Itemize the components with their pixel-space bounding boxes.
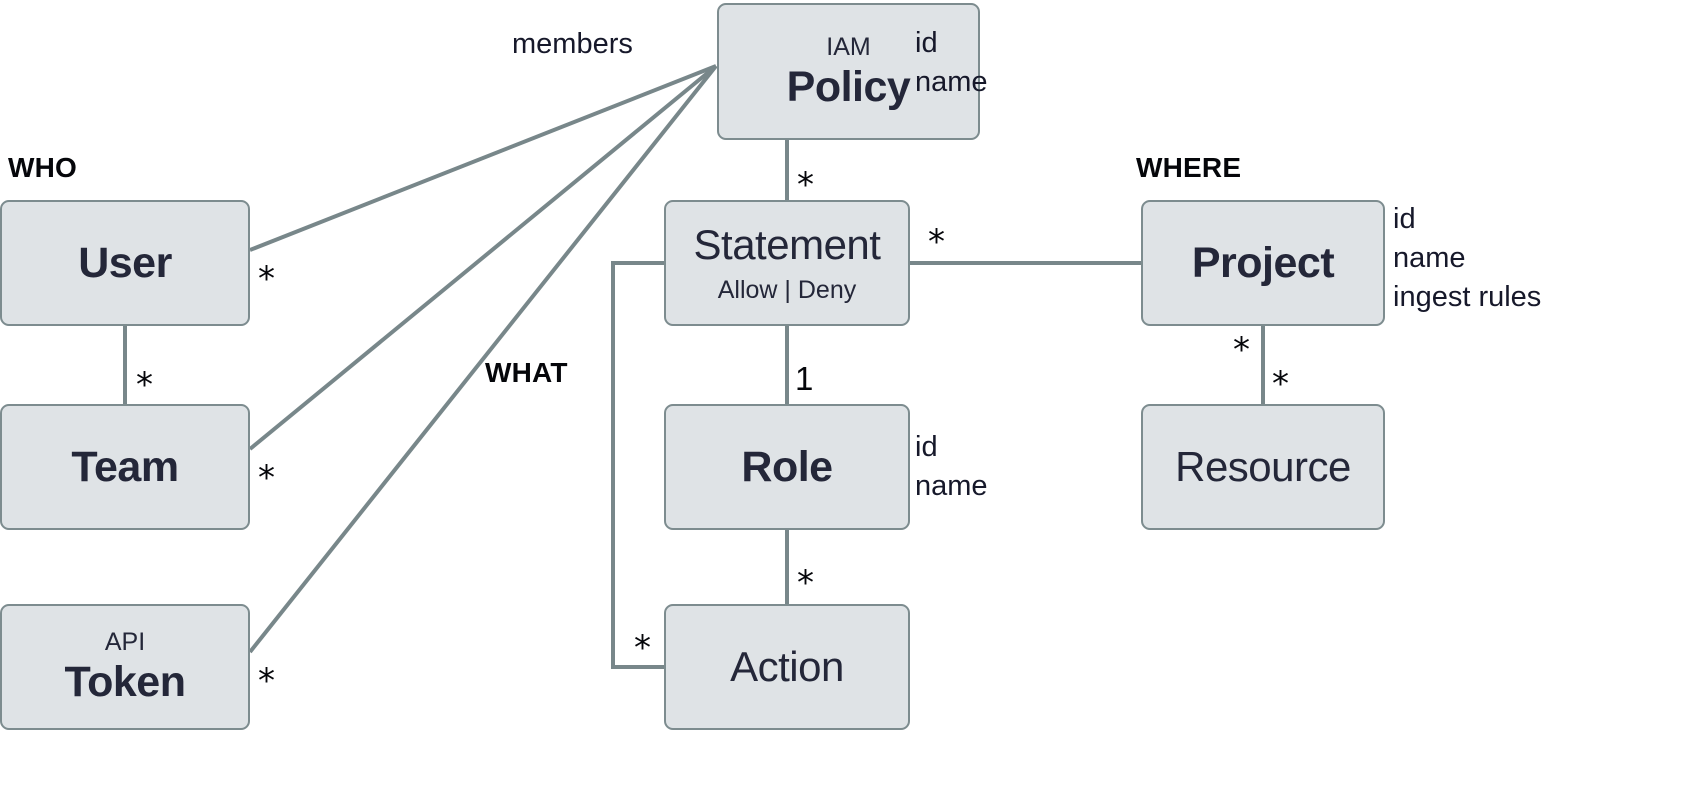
- cardinality-role-action: *: [797, 563, 814, 603]
- node-user[interactable]: User: [0, 200, 250, 326]
- node-resource[interactable]: Resource: [1141, 404, 1385, 530]
- cardinality-token-policy: *: [258, 661, 275, 701]
- cardinality-policy-statement: *: [797, 165, 814, 205]
- edge-user-to-policy: [249, 64, 717, 252]
- edge-team-to-policy: [248, 64, 718, 451]
- node-title: Project: [1191, 238, 1335, 287]
- node-title: Action: [730, 643, 844, 690]
- node-subtitle: Allow | Deny: [717, 275, 857, 304]
- cardinality-user-policy: *: [258, 259, 275, 299]
- cardinality-statement-project: *: [928, 222, 945, 262]
- edge-statement-to-action: [611, 261, 664, 669]
- node-title: Resource: [1175, 443, 1351, 490]
- attributes-project-attrs: id name ingest rules: [1393, 203, 1542, 313]
- node-kicker: API: [104, 628, 146, 656]
- edge-label-members: members: [512, 28, 633, 60]
- attributes-role-attrs: id name: [915, 431, 988, 502]
- cardinality-resource-project: *: [1272, 364, 1289, 404]
- attributes-policy-attrs: id name: [915, 27, 988, 98]
- cardinality-team-policy: *: [258, 458, 275, 498]
- node-title: Role: [741, 442, 833, 491]
- cardinality-project-resource: *: [1233, 330, 1250, 370]
- group-label-where: WHERE: [1136, 152, 1242, 183]
- node-title: Policy: [786, 62, 911, 111]
- group-label-who: WHO: [8, 152, 78, 183]
- node-team[interactable]: Team: [0, 404, 250, 530]
- node-project[interactable]: Project: [1141, 200, 1385, 326]
- cardinality-statement-role: 1: [795, 360, 814, 397]
- node-title: User: [78, 238, 172, 287]
- node-action[interactable]: Action: [664, 604, 910, 730]
- cardinality-statement-action: *: [634, 628, 651, 668]
- node-kicker: IAM: [826, 32, 871, 61]
- cardinality-user-team: *: [136, 365, 153, 405]
- node-title: Team: [71, 442, 179, 491]
- edge-token-to-policy: [248, 64, 718, 654]
- group-label-what: WHAT: [485, 357, 568, 388]
- node-role[interactable]: Role: [664, 404, 910, 530]
- node-title: Statement: [693, 220, 881, 268]
- node-title: Token: [64, 658, 186, 706]
